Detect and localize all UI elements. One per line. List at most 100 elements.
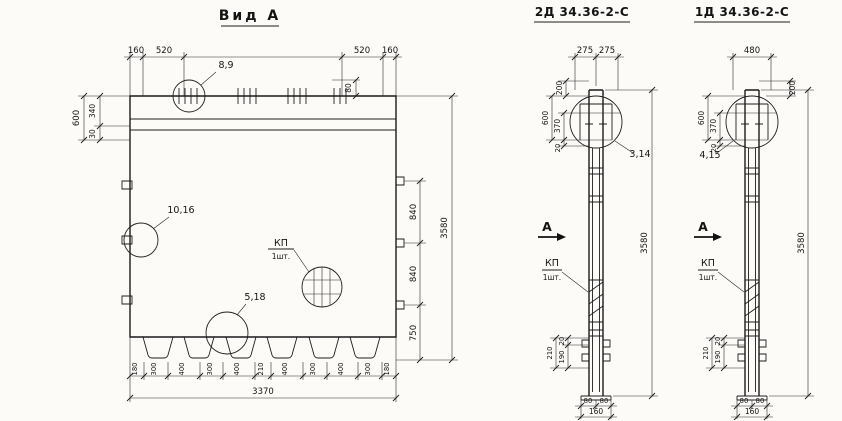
dim-label: 480: [744, 46, 760, 56]
dim-label: 210: [546, 347, 554, 360]
head-detail-circle: [725, 95, 779, 149]
dim-label: 20: [710, 144, 718, 153]
dim-label: 370: [709, 119, 718, 134]
column-body: [744, 89, 760, 396]
mesh-qty: 1шт.: [272, 252, 290, 261]
mesh-label: КП: [545, 258, 559, 269]
column-head-detail: [735, 103, 769, 140]
callout-label: 10,16: [167, 205, 194, 216]
column-head-detail: [579, 103, 613, 140]
dimension-ticks: [548, 53, 656, 421]
dim-label: 160: [128, 46, 144, 56]
dim-label: 160: [382, 46, 398, 56]
dim-label: 275: [577, 46, 593, 56]
dim-label: 3370: [252, 387, 274, 397]
callout-label: 8,9: [218, 60, 233, 71]
dim-label: 20: [554, 144, 562, 153]
mesh-qty: 1шт.: [543, 273, 561, 282]
dim-label: 200: [555, 81, 564, 96]
edge-anchors: [121, 176, 405, 310]
extension-lines: [546, 53, 658, 419]
view-a-title: Вид А: [219, 8, 282, 24]
dim-label: 210: [702, 347, 710, 360]
dim-label: 30: [88, 129, 97, 139]
dim-label: 520: [354, 46, 370, 56]
column-2d: 2Д 34.36-2-С 275 275 200 600 370 20 3,14…: [534, 5, 658, 421]
dimension-ticks: [704, 53, 812, 421]
callout-leaders: [561, 140, 634, 293]
callout-leaders: [716, 140, 745, 293]
dim-label: 80: [584, 397, 593, 405]
section-mark-label: А: [698, 219, 708, 234]
dim-label: 750: [409, 325, 419, 341]
section-arrowhead: [557, 233, 566, 241]
dimension-lines: [551, 56, 653, 418]
extension-lines: [78, 52, 458, 402]
dim-label: 190: [714, 351, 722, 364]
dim-label: 275: [599, 46, 615, 56]
mesh-hatch-zone: [588, 279, 604, 323]
dim-label: 3580: [640, 232, 650, 254]
foot-tabs: [737, 339, 767, 362]
dim-label: 520: [156, 46, 172, 56]
dim-label: 20: [558, 337, 566, 346]
section-arrowhead: [713, 233, 722, 241]
callout-label: 5,18: [244, 292, 265, 303]
dim-label: 200: [788, 81, 797, 96]
dim-label: 840: [409, 204, 419, 220]
mesh-label: КП: [274, 238, 288, 249]
dim-label: 190: [558, 351, 566, 364]
dim-label: 600: [72, 110, 82, 126]
dim-label: 600: [697, 111, 706, 126]
mesh-hatch-zone: [744, 279, 760, 323]
dim-label: 300: [206, 363, 214, 376]
rebar-ticks: [178, 88, 347, 104]
mesh-label: КП: [701, 258, 715, 269]
dim-label: 20: [714, 337, 722, 346]
dim-label: 160: [745, 407, 760, 416]
dimension-ticks: [80, 53, 456, 402]
dim-label: 300: [150, 363, 158, 376]
dimension-lines: [707, 56, 809, 418]
column-2d-title: 2Д 34.36-2-С: [535, 5, 629, 19]
extension-lines: [702, 53, 814, 419]
dimension-lines: [83, 56, 453, 399]
column-1d-title: 1Д 34.36-2-С: [695, 5, 789, 19]
column-joint-ticks: [745, 167, 759, 337]
dim-label: 80: [740, 397, 749, 405]
view-a: Вид А 160 520 520 160 80 600 340 30 840 …: [72, 8, 458, 402]
panel-top-band: [130, 118, 396, 131]
mesh-grid: [304, 267, 340, 307]
dim-label: 180: [131, 363, 139, 376]
section-mark-label: А: [542, 219, 552, 234]
panel-ribs: [142, 336, 381, 359]
column-body: [588, 89, 604, 396]
column-inner-lines: [748, 148, 756, 392]
dim-label: 210: [257, 363, 265, 376]
dim-label: 180: [383, 363, 391, 376]
dim-label: 600: [541, 111, 550, 126]
callout-leaders: [152, 71, 310, 316]
head-detail-circle: [569, 95, 623, 149]
callout-label: 3,14: [629, 149, 650, 160]
dim-label: 400: [178, 363, 186, 376]
dim-label: 400: [337, 363, 345, 376]
dim-label: 80: [344, 83, 353, 93]
dim-label: 3580: [797, 232, 807, 254]
dim-label: 300: [364, 363, 372, 376]
dim-label: 370: [553, 119, 562, 134]
column-joint-ticks: [589, 167, 603, 337]
dim-label: 300: [309, 363, 317, 376]
column-inner-lines: [592, 148, 600, 392]
dim-label: 400: [233, 363, 241, 376]
dim-label: 160: [589, 407, 604, 416]
dim-label: 80: [756, 397, 765, 405]
dim-label: 840: [409, 266, 419, 282]
mesh-qty: 1шт.: [699, 273, 717, 282]
detail-circle-8-9: [172, 79, 206, 113]
dim-label: 340: [88, 104, 97, 119]
foot-tabs: [581, 339, 611, 362]
detail-circle-5-18: [205, 311, 249, 355]
